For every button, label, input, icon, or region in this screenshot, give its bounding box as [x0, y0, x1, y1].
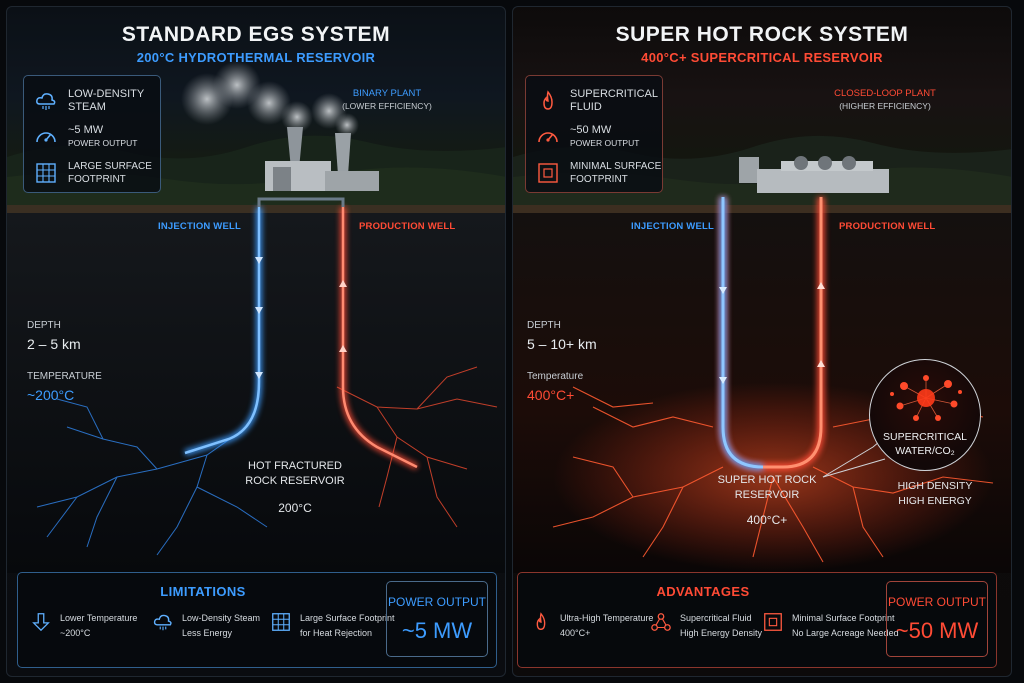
flow-arrows-down	[255, 257, 263, 379]
page-title: STANDARD EGS SYSTEM	[121, 23, 391, 46]
callout-density-label: HIGH DENSITY HIGH ENERGY	[897, 480, 973, 507]
production-well-pipe	[763, 197, 823, 469]
molecule-cluster-icon	[890, 375, 962, 421]
standard-egs-panel: STANDARD EGS SYSTEM 200°C HYDROTHERMAL R…	[6, 6, 506, 677]
reservoir-temp: 400°C+	[746, 513, 788, 527]
power-output-value: ~5 MW	[401, 618, 473, 643]
production-well-label: PRODUCTION WELL	[359, 221, 456, 232]
injection-well-pipe	[721, 197, 764, 469]
advantages-title: ADVANTAGES	[656, 584, 750, 599]
fracture-network	[36, 398, 268, 556]
temperature-label: Temperature	[527, 371, 584, 382]
supercritical-callout	[869, 359, 981, 471]
depth-value: 5 – 10+ km	[527, 336, 597, 352]
flame-icon	[536, 612, 546, 631]
grid-icon	[272, 613, 290, 631]
limitation-item: Lower Temperature~200°C	[30, 611, 137, 641]
flow-arrows-down	[719, 287, 727, 384]
limitations-box: LIMITATIONS Lower Temperature~200°C Low-…	[17, 572, 497, 668]
temperature-value: 400°C+	[527, 387, 575, 403]
molecule-icon	[651, 613, 671, 631]
injection-well-label: INJECTION WELL	[631, 221, 715, 232]
production-well-label: PRODUCTION WELL	[839, 221, 936, 232]
flame-icon	[543, 90, 553, 110]
fracture-network-hot	[336, 366, 498, 528]
plant-label: CLOSED-LOOP PLANT (HIGHER EFFICIENCY)	[834, 88, 936, 111]
temperature-value: ~200°C	[27, 387, 75, 403]
callout-label: SUPERCRITICAL WATER/CO₂	[882, 431, 967, 457]
square-icon	[538, 163, 558, 183]
injection-well-pipe	[184, 207, 261, 455]
reservoir-temp: 200°C	[278, 501, 312, 515]
power-output-box: POWER OUTPUT ~50 MW	[886, 581, 988, 657]
depth-label: DEPTH	[27, 320, 61, 331]
production-well-pipe	[341, 207, 418, 469]
page-title: SUPER HOT ROCK SYSTEM	[615, 23, 909, 46]
depth-label: DEPTH	[527, 320, 561, 331]
gauge-icon	[538, 132, 558, 143]
soil-layer	[513, 205, 1011, 213]
page-subtitle: 200°C HYDROTHERMAL RESERVOIR	[136, 50, 376, 65]
plant-label: BINARY PLANT (LOWER EFFICIENCY)	[342, 88, 432, 111]
grid-icon	[36, 163, 56, 183]
egs-scene	[7, 61, 505, 573]
depth-value: 2 – 5 km	[27, 336, 81, 352]
temperature-label: TEMPERATURE	[27, 371, 102, 382]
steam-plume	[181, 61, 359, 137]
closed-loop-plant	[739, 156, 889, 193]
page-subtitle: 400°C+ SUPERCRITICAL RESERVOIR	[641, 50, 883, 65]
binary-plant	[265, 127, 379, 191]
flow-arrows-up	[339, 280, 347, 352]
limitations-title: LIMITATIONS	[160, 584, 246, 599]
power-output-label: POWER OUTPUT	[388, 595, 486, 609]
reservoir-label: SUPER HOT ROCK RESERVOIR	[717, 474, 817, 501]
flow-arrows-up	[817, 282, 825, 367]
gauge-icon	[36, 132, 56, 143]
super-hot-rock-panel: SUPER HOT ROCK SYSTEM 400°C+ SUPERCRITIC…	[512, 6, 1012, 677]
arrow-down-icon	[32, 613, 50, 632]
square-icon	[764, 613, 782, 631]
cloud-icon	[153, 614, 172, 631]
power-output-label: POWER OUTPUT	[888, 595, 986, 609]
cloud-icon	[36, 93, 56, 110]
power-output-box: POWER OUTPUT ~5 MW	[386, 581, 488, 657]
reservoir-label: HOT FRACTURED ROCK RESERVOIR	[245, 460, 345, 487]
injection-well-label: INJECTION WELL	[158, 221, 242, 232]
power-output-value: ~50 MW	[895, 618, 979, 643]
